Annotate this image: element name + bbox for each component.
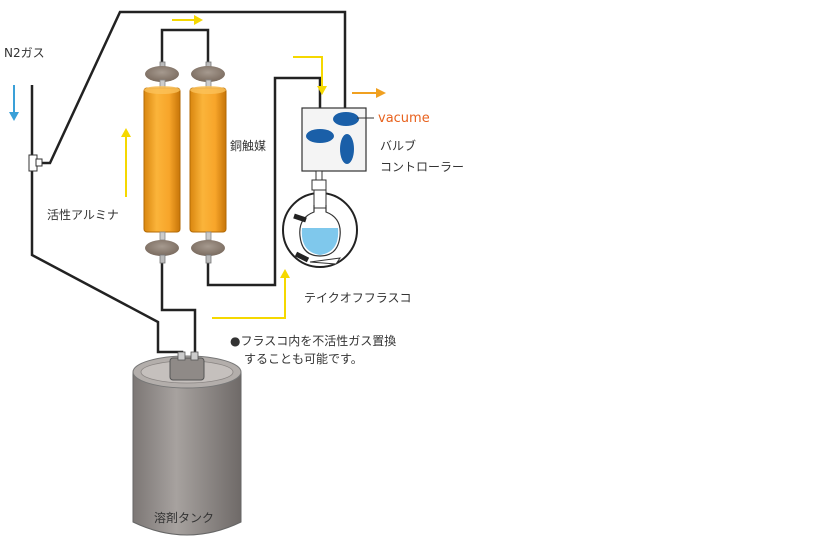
copper-catalyst-label: 銅触媒 [230,139,266,153]
activated-alumina-label: 活性アルミナ [47,208,119,222]
valve-label-line1: バルブ [380,138,416,153]
valve-label-line2: コントローラー [380,160,464,174]
column-top-connector [160,28,210,62]
takeoff-flask [282,189,358,268]
n2-gas-label: N2ガス [4,46,45,60]
alumina-column [143,61,181,264]
note-line2: することも可能です。 [244,352,363,366]
note-line1: ●フラスコ内を不活性ガス置換 [230,334,396,348]
top-right-arrow-icon [172,15,203,25]
flask-up-arrow-icon [212,269,290,319]
valve-controller [301,107,374,191]
tank-to-column-pipe [160,262,197,358]
flow-arrows [9,15,386,319]
vacume-label: vacume [378,111,430,126]
vacume-exit-arrow-icon [352,88,386,98]
valve-port-right-icon [340,134,354,164]
n2-tee-fitting [28,154,43,172]
copper-catalyst-column [189,61,227,264]
column-to-valve-pipe [206,76,322,287]
takeoff-flask-label: テイクオフフラスコ [304,291,412,305]
n2-branch-pipe [40,10,347,165]
solvent-tank [132,351,242,536]
valve-port-top-icon [333,112,359,126]
solvent-tank-label: 溶剤タンク [154,510,214,525]
alumina-up-arrow-icon [121,128,131,197]
valve-port-left-icon [306,129,334,143]
n2-down-arrow-icon [9,85,19,121]
pipes [30,10,347,358]
valve-down-arrow-icon [293,56,327,95]
